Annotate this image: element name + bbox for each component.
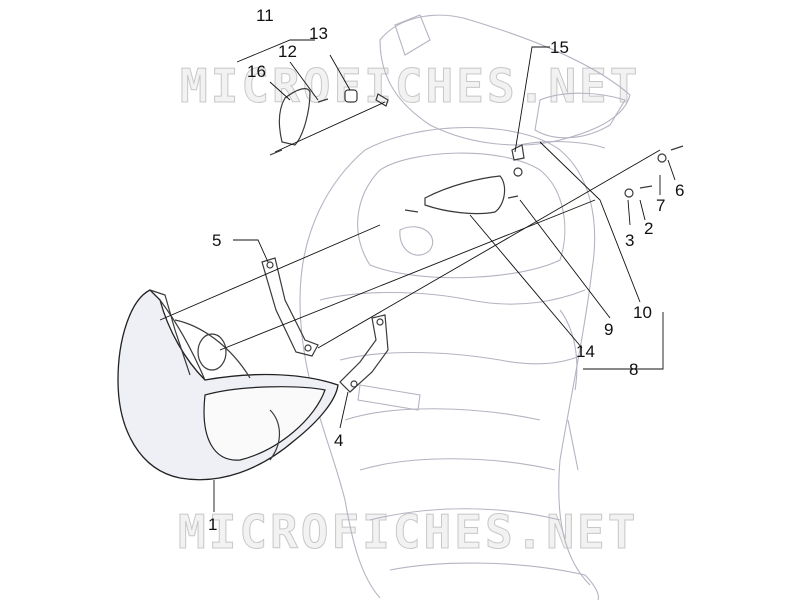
callout-14: 14	[576, 342, 595, 361]
trim-cover-14	[404, 144, 525, 215]
callout-13: 13	[309, 24, 328, 43]
callout-9: 9	[604, 320, 613, 339]
callout-11: 11	[256, 6, 274, 25]
headlamp-assembly	[117, 289, 339, 481]
callout-4: 4	[334, 431, 343, 450]
callout-7: 7	[656, 196, 665, 215]
callout-10: 10	[633, 303, 652, 322]
headlamp-bracket-5	[261, 257, 319, 357]
callout-3: 3	[625, 231, 634, 250]
callout-6: 6	[675, 181, 684, 200]
callout-15: 15	[550, 38, 569, 57]
small-cover-16	[269, 88, 389, 156]
leader-lines	[213, 39, 676, 512]
headlamp-bracket-4	[339, 314, 389, 393]
handlebar-cover	[379, 14, 631, 149]
callout-5: 5	[212, 231, 221, 250]
callout-8: 8	[629, 360, 638, 379]
callout-2: 2	[644, 219, 653, 238]
watermark-top: MICROFICHES.NET	[180, 59, 640, 113]
callout-12: 12	[278, 42, 297, 61]
callout-16: 16	[247, 62, 266, 81]
watermark-bottom: MICROFICHES.NET	[178, 505, 638, 559]
callout-1: 1	[208, 515, 217, 534]
fasteners-right	[624, 145, 684, 198]
assembly-lines	[159, 101, 661, 351]
